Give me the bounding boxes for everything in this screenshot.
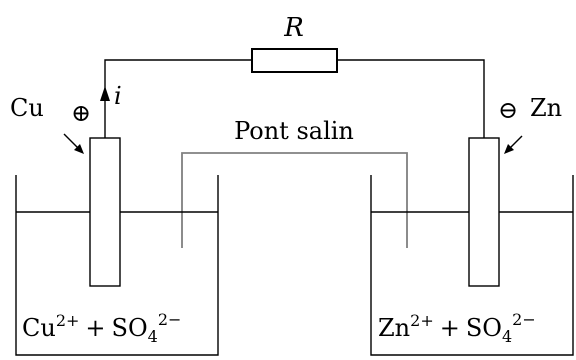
- anode-plus-sign: ⊕: [71, 99, 91, 127]
- left-pointer-head: [74, 144, 84, 154]
- right-solution-formula: Zn2+ +SO42−: [378, 310, 536, 346]
- copper-electrode: [89, 137, 121, 287]
- zinc-electrode: [468, 137, 500, 287]
- left-solution-formula: Cu2+ +SO42−: [22, 310, 181, 346]
- right-ion2: SO: [466, 314, 502, 342]
- left-ion2: SO: [112, 314, 148, 342]
- salt-bridge-label: Pont salin: [234, 117, 354, 145]
- current-arrow: [100, 86, 110, 101]
- right-pointer-head: [504, 144, 514, 154]
- right-electrode-label: Zn: [530, 94, 562, 122]
- left-ion1-charge: 2+: [56, 311, 80, 330]
- right-beaker: [370, 175, 574, 356]
- right-plus: +: [440, 314, 460, 342]
- salt-bridge: [181, 152, 408, 248]
- left-ion2-sub: 4: [148, 327, 158, 346]
- resistor-label: R: [283, 13, 304, 43]
- resistor: [251, 48, 338, 73]
- left-electrode-label: Cu: [10, 94, 44, 122]
- right-ion1-charge: 2+: [410, 311, 434, 330]
- left-plus: +: [85, 314, 105, 342]
- wire-left: [104, 59, 252, 138]
- wire-right: [337, 59, 485, 138]
- cathode-minus-sign: ⊖: [498, 96, 518, 124]
- right-ion2-charge: 2−: [512, 310, 536, 329]
- current-label: i: [114, 82, 122, 110]
- right-ion2-sub: 4: [502, 327, 512, 346]
- left-ion2-charge: 2−: [158, 310, 182, 329]
- right-ion1: Zn: [378, 314, 410, 342]
- left-ion1: Cu: [22, 314, 56, 342]
- left-beaker: [15, 175, 219, 356]
